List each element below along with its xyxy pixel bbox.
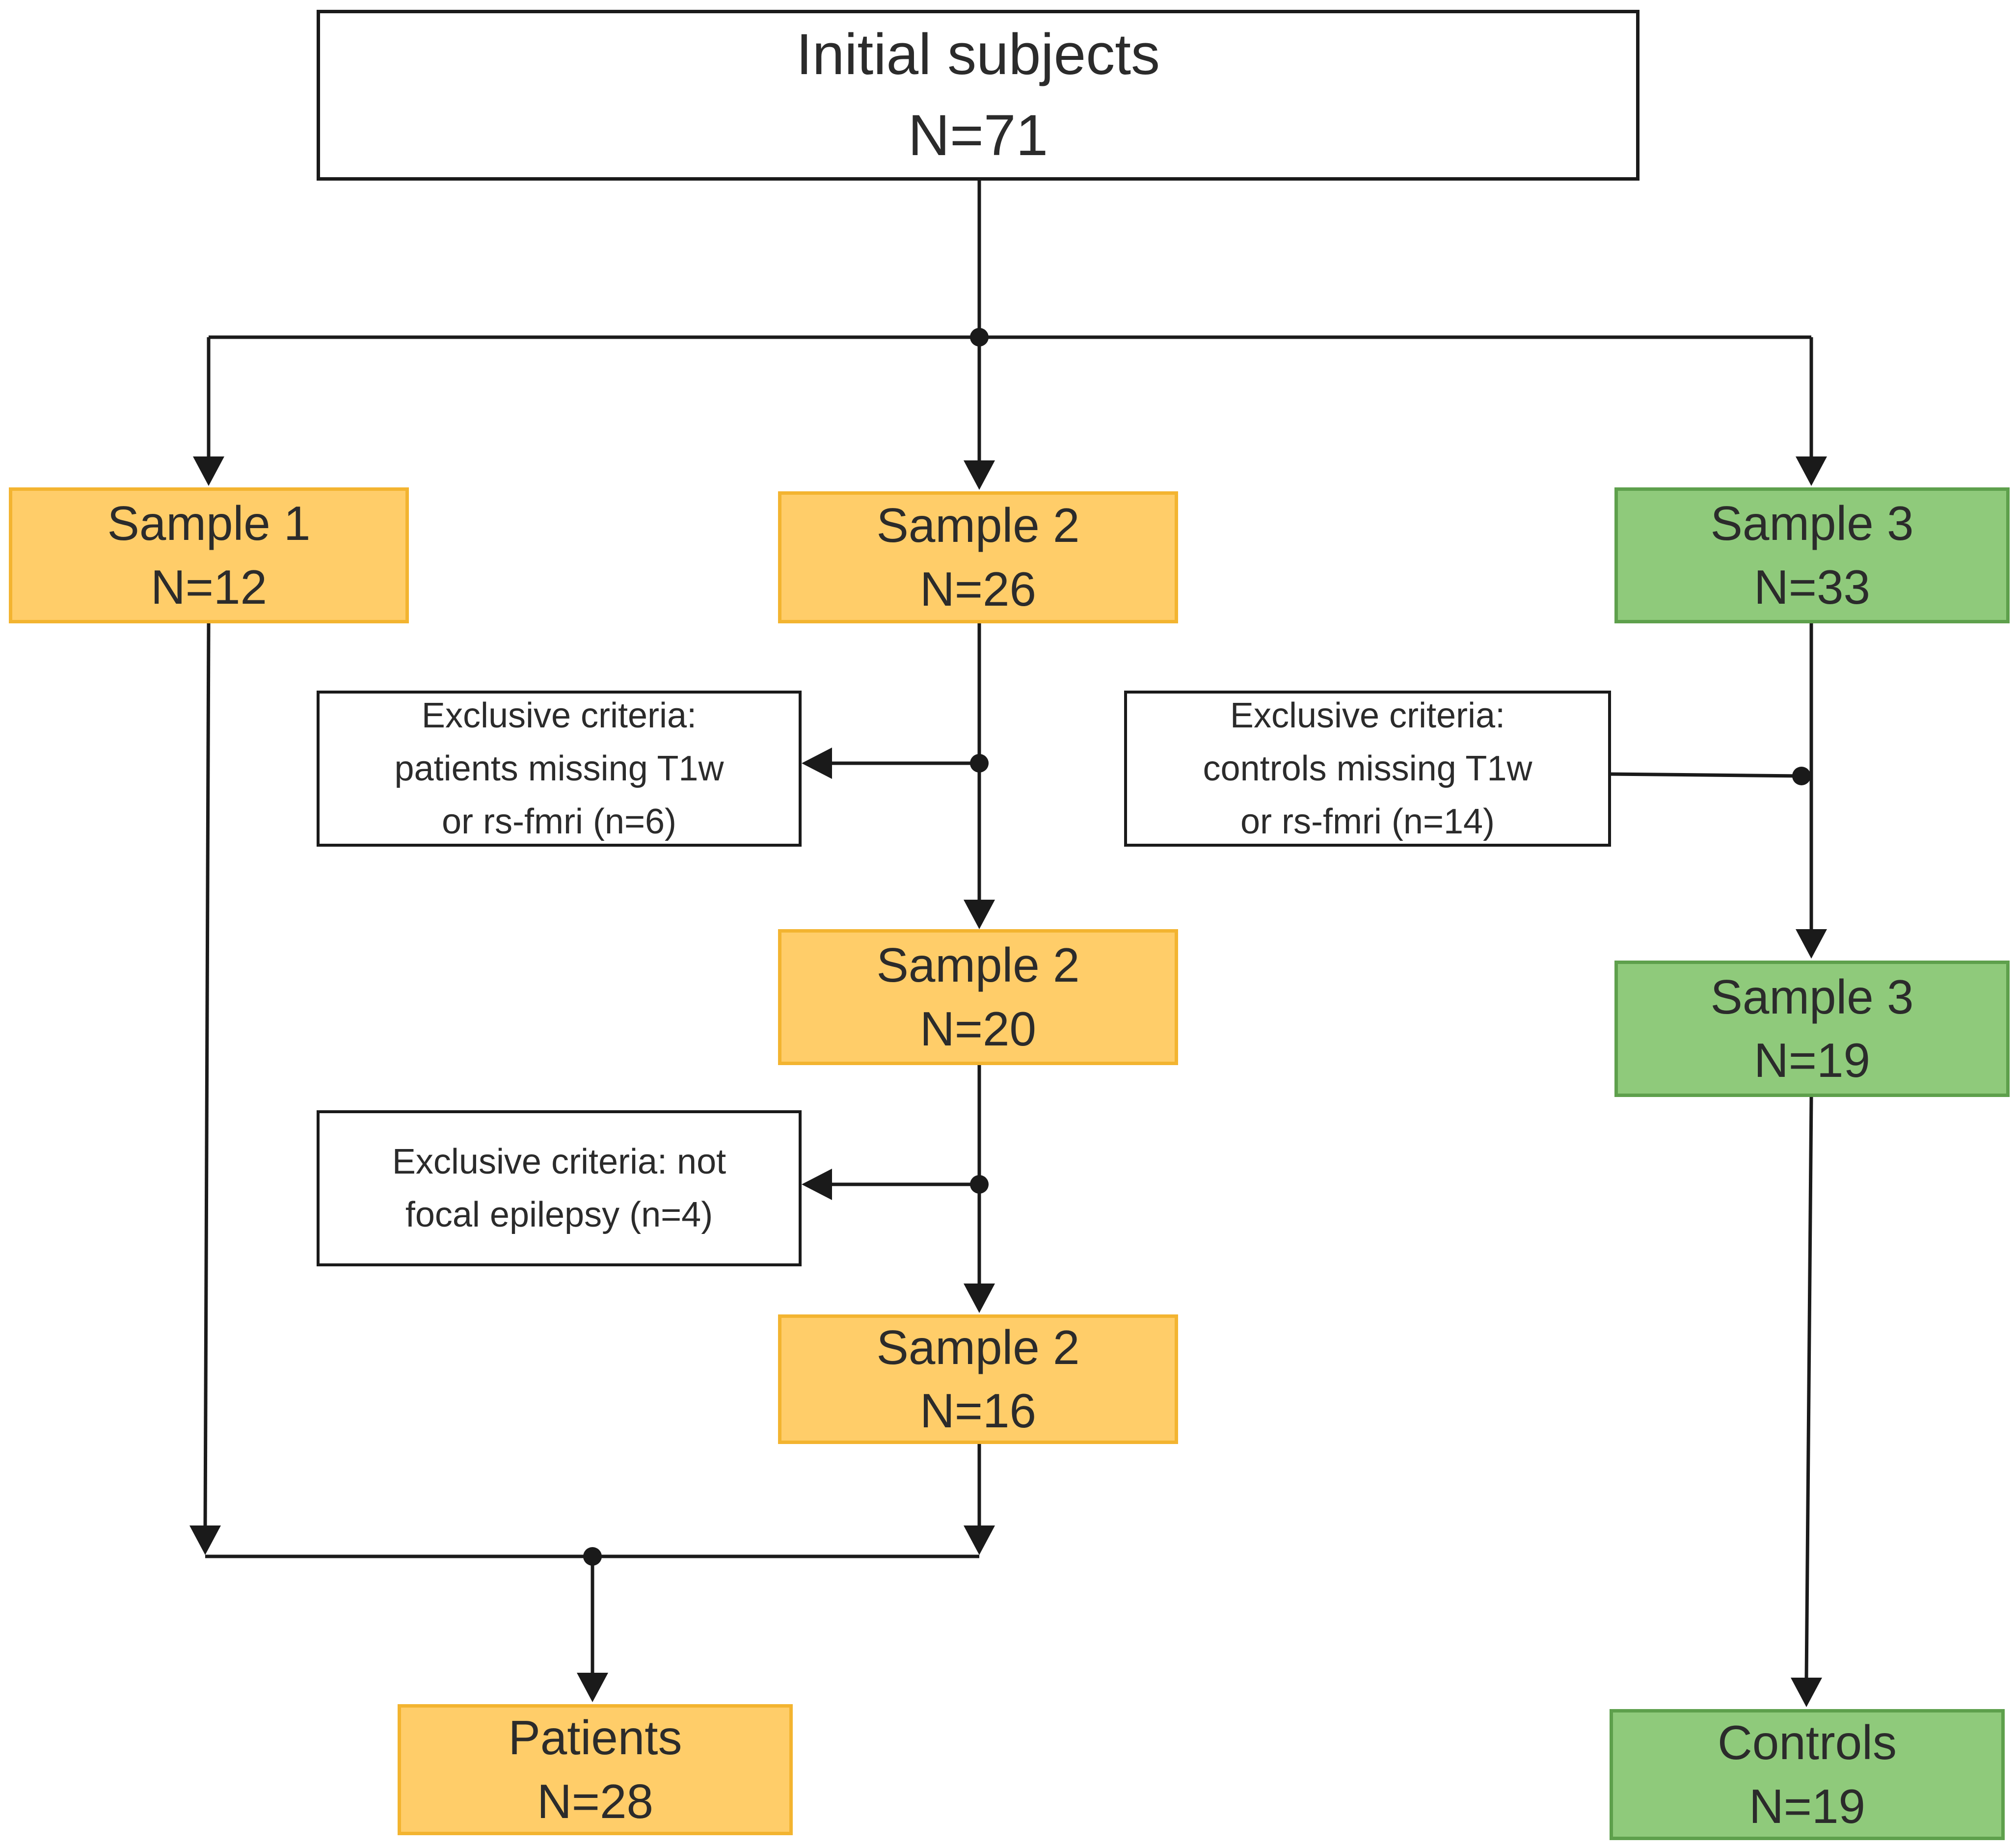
arrowhead-sample3-19	[1796, 929, 1827, 959]
arrowhead-merge-left	[189, 1525, 221, 1555]
exclusion-controls-line-2: controls missing T1w	[1203, 749, 1532, 788]
exclusion-patients-missing-box: Exclusive criteria: patients missing T1w…	[317, 691, 802, 847]
exclusion-patients-line-3: or rs-fmri (n=6)	[441, 802, 677, 841]
patients-title: Patients	[508, 1711, 682, 1765]
patients-box: Patients N=28	[398, 1704, 793, 1835]
exclusion-not-focal-line-1: Exclusive criteria: not	[392, 1142, 726, 1181]
sample1-title: Sample 1	[107, 496, 311, 551]
arrowhead-merge-right	[964, 1525, 995, 1555]
connector-exclusion-controls	[1608, 772, 1802, 778]
arrowhead-sample2	[964, 460, 995, 490]
arrowhead-sample3	[1796, 456, 1827, 486]
sample2-initial-box: Sample 2 N=26	[778, 491, 1178, 623]
initial-subjects-title: Initial subjects	[796, 22, 1160, 87]
sample2-initial-title: Sample 2	[876, 498, 1080, 553]
exclusion-controls-line-1: Exclusive criteria:	[1230, 696, 1505, 735]
sample1-count: N=12	[150, 560, 267, 614]
sample3-after-missing-title: Sample 3	[1710, 969, 1914, 1024]
initial-subjects-count: N=71	[908, 103, 1048, 168]
arrowhead-controls	[1791, 1678, 1822, 1707]
patients-count: N=28	[537, 1774, 653, 1828]
exclusion-patients-line-1: Exclusive criteria:	[421, 696, 697, 735]
arrowhead-exclusion-focal	[802, 1169, 832, 1200]
arrowhead-sample1	[193, 456, 224, 486]
sample2-after-missing-box: Sample 2 N=20	[778, 929, 1178, 1065]
exclusion-not-focal-box: Exclusive criteria: not focal epilepsy (…	[317, 1110, 802, 1266]
arrowhead-patients	[577, 1673, 608, 1702]
connector-sample3-19-to-controls	[1804, 1097, 1813, 1681]
arrowhead-exclusion-patients	[802, 748, 832, 779]
exclusion-controls-missing-box: Exclusive criteria: controls missing T1w…	[1124, 691, 1611, 847]
sample3-initial-title: Sample 3	[1710, 496, 1914, 551]
controls-title: Controls	[1718, 1715, 1897, 1770]
initial-subjects-box: Initial subjects N=71	[317, 10, 1640, 181]
connector-sample1-to-merge	[203, 623, 211, 1528]
sample2-after-focal-count: N=16	[919, 1384, 1036, 1438]
sample2-after-missing-title: Sample 2	[876, 938, 1080, 992]
sample2-after-focal-title: Sample 2	[876, 1320, 1080, 1374]
exclusion-not-focal-line-2: focal epilepsy (n=4)	[405, 1195, 713, 1234]
sample1-box: Sample 1 N=12	[9, 487, 409, 623]
arrowhead-sample2-20	[964, 900, 995, 929]
sample3-initial-count: N=33	[1753, 560, 1870, 614]
sample2-after-focal-box: Sample 2 N=16	[778, 1314, 1178, 1444]
sample3-after-missing-count: N=19	[1753, 1033, 1870, 1087]
sample3-after-missing-box: Sample 3 N=19	[1614, 961, 2010, 1097]
controls-count: N=19	[1748, 1779, 1865, 1833]
arrowhead-sample2-16	[964, 1284, 995, 1313]
exclusion-patients-line-2: patients missing T1w	[394, 749, 724, 788]
sample2-initial-count: N=26	[919, 562, 1036, 616]
sample3-initial-box: Sample 3 N=33	[1614, 487, 2010, 623]
exclusion-controls-line-3: or rs-fmri (n=14)	[1240, 802, 1495, 841]
controls-box: Controls N=19	[1610, 1709, 2005, 1840]
sample2-after-missing-count: N=20	[919, 1001, 1036, 1056]
